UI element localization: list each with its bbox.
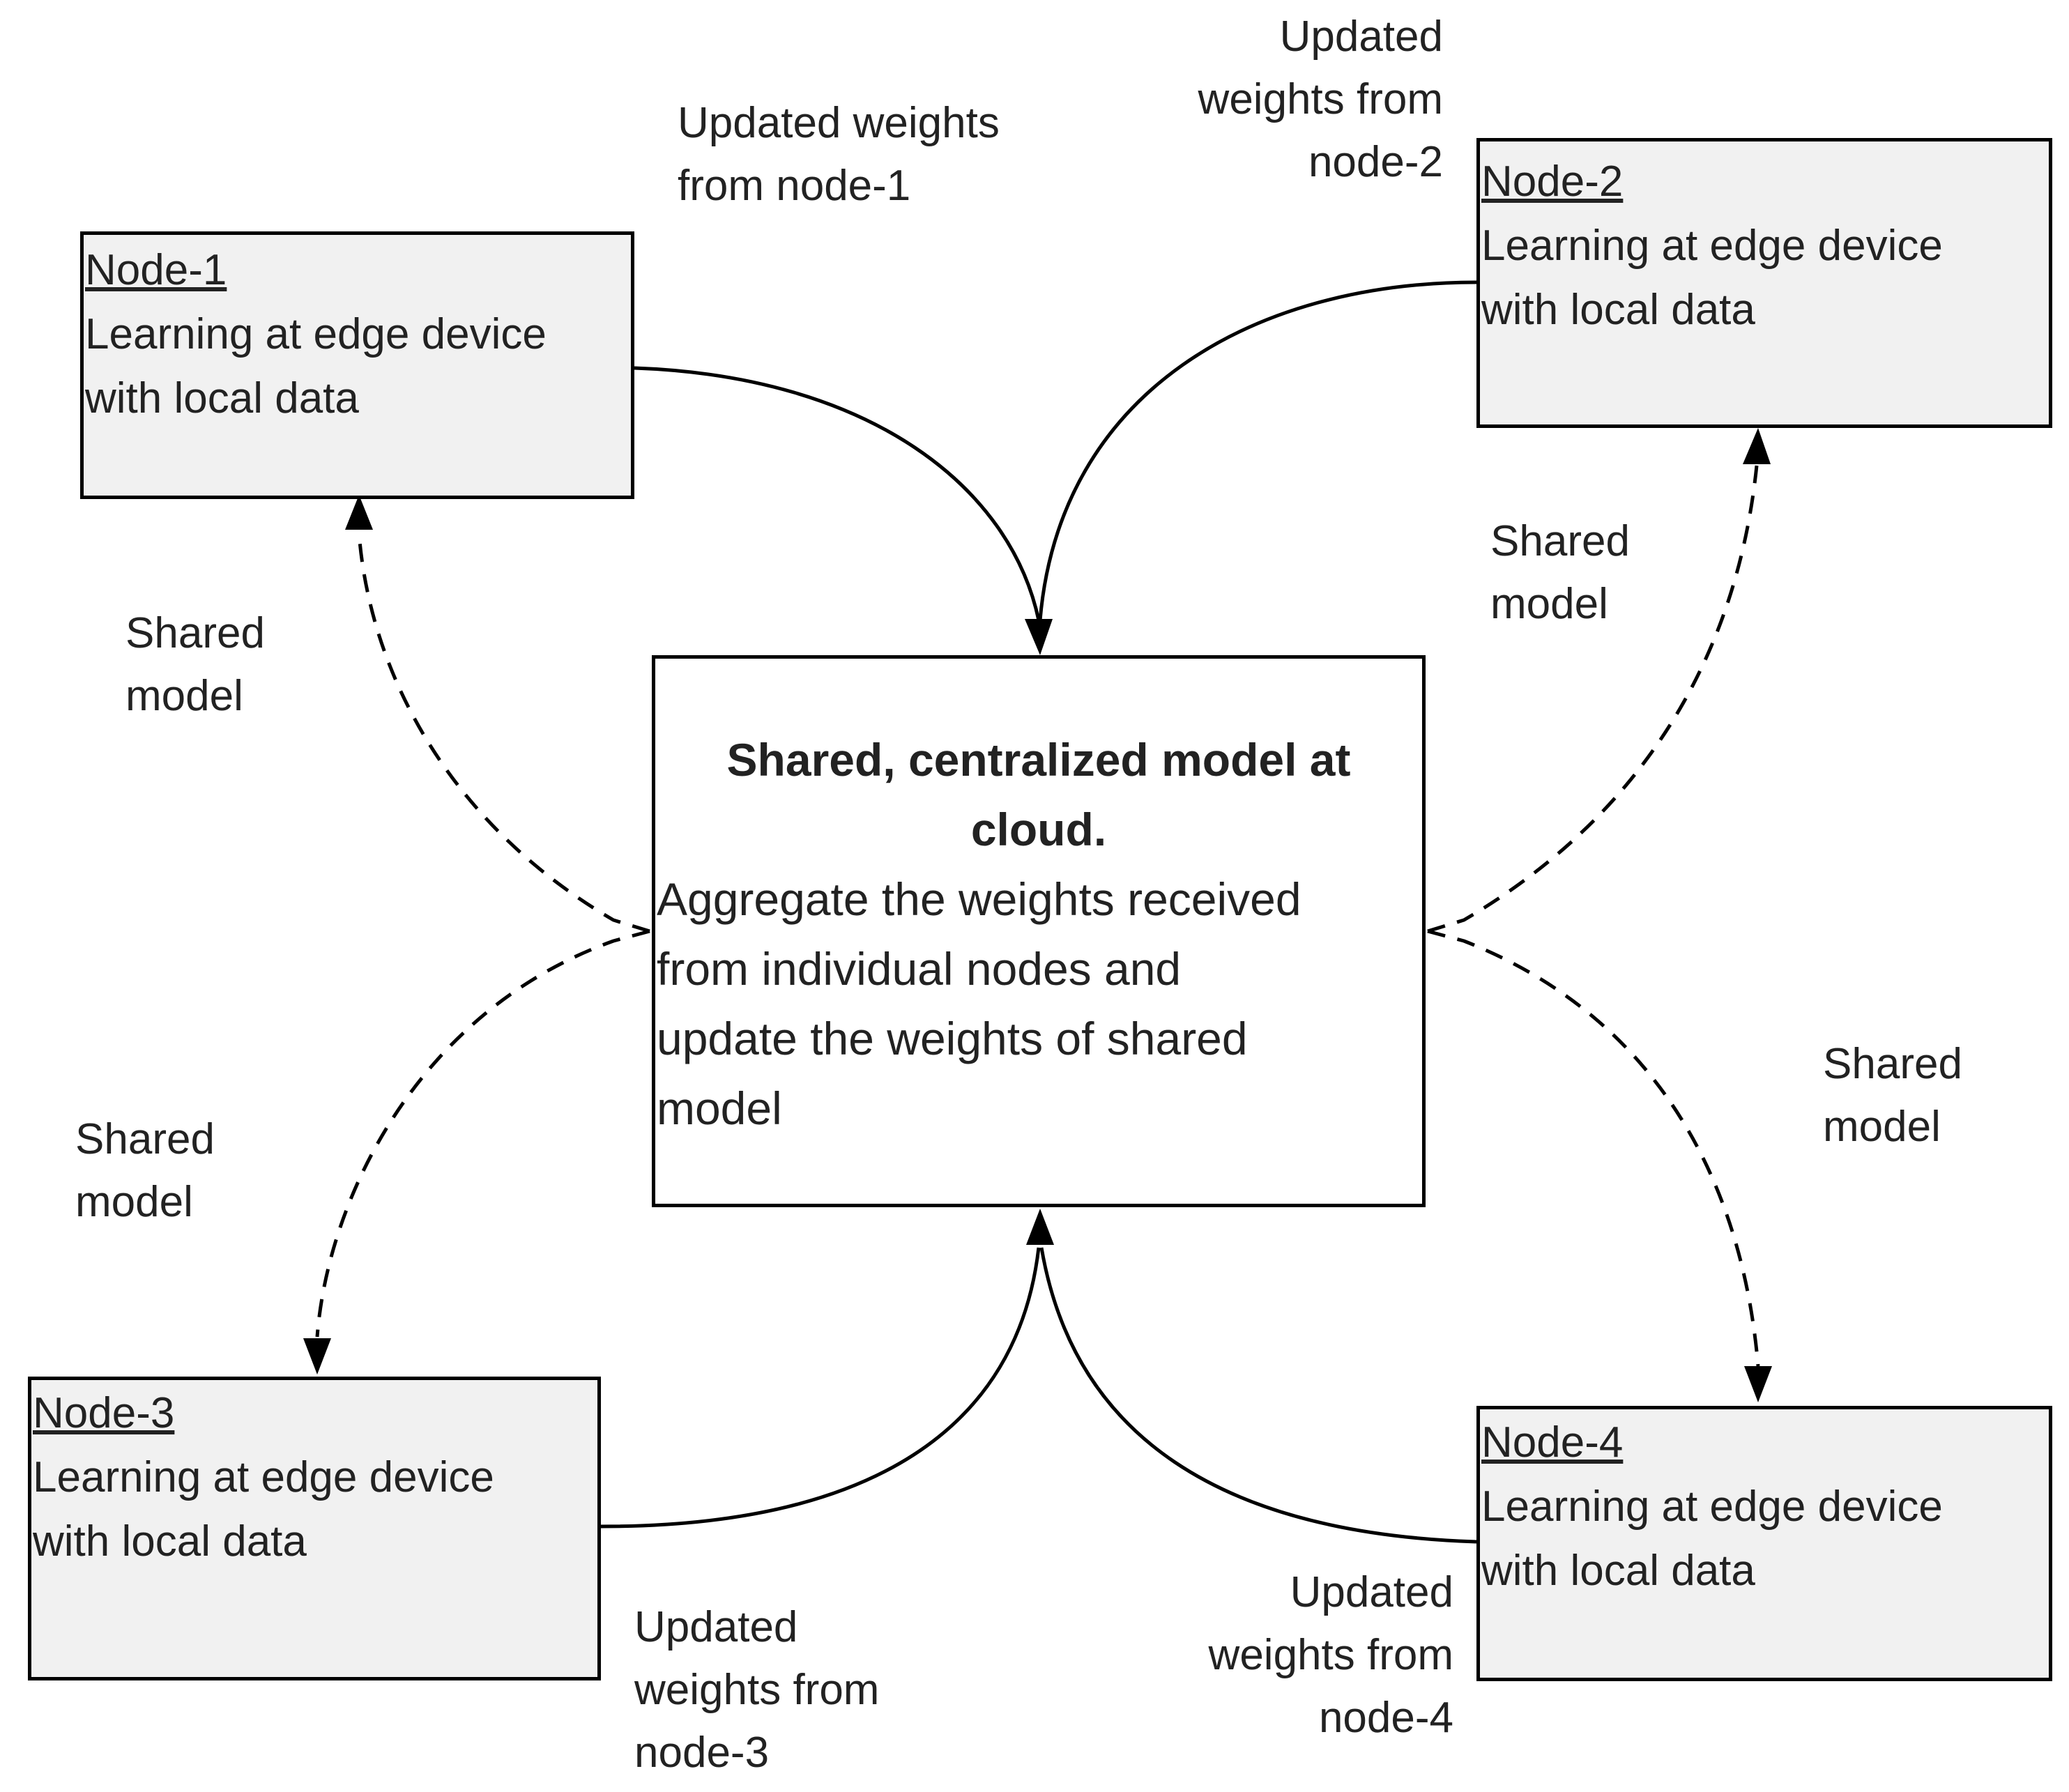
- center-body-line2: from individual nodes and: [657, 943, 1182, 995]
- node-4-line1: Learning at edge device: [1481, 1483, 1943, 1531]
- arrowhead-node3-4-to-center: [1026, 1209, 1054, 1245]
- arrow-node1-to-center: [634, 366, 1041, 621]
- center-body-line4: model: [657, 1082, 782, 1134]
- node-2-line1: Learning at edge device: [1481, 222, 1943, 270]
- arrow-node2-to-center: [1038, 280, 1477, 621]
- label-updated-weights-node-1: Updated weights from node-1: [678, 99, 1000, 210]
- label-updated-weights-node-3: Updated weights from node-3: [634, 1603, 880, 1777]
- node-1-title: Node-1: [85, 246, 227, 294]
- center-title-line1: Shared, centralized model at: [726, 734, 1351, 786]
- node-2-line2: with local data: [1481, 286, 1755, 334]
- label-shared-model-node-3: Shared model: [75, 1115, 215, 1226]
- dashed-arrowhead-node2: [1743, 428, 1771, 464]
- dashed-arrowhead-node1: [345, 495, 373, 530]
- node-1-line1: Learning at edge device: [85, 310, 547, 358]
- center-title-line2: cloud.: [970, 804, 1107, 855]
- dashed-center-to-node1: [357, 533, 650, 933]
- label-shared-model-node-1: Shared model: [125, 609, 265, 720]
- node-1-line2: with local data: [85, 374, 359, 422]
- arrow-node3-to-center: [600, 1247, 1041, 1529]
- node-4-box: Node-4 Learning at edge device with loca…: [1476, 1406, 2052, 1681]
- label-shared-model-node-4: Shared model: [1823, 1040, 1962, 1151]
- arrow-node4-to-center: [1039, 1247, 1477, 1544]
- node-3-line1: Learning at edge device: [33, 1453, 494, 1501]
- center-body-line3: update the weights of shared: [657, 1013, 1248, 1064]
- node-3-line2: with local data: [33, 1517, 307, 1565]
- node-4-title: Node-4: [1481, 1418, 1624, 1466]
- node-3-title: Node-3: [33, 1389, 175, 1437]
- label-shared-model-node-2: Shared model: [1490, 517, 1630, 628]
- central-cloud-model-box: Shared, centralized model at cloud. Aggr…: [652, 655, 1426, 1207]
- dashed-center-to-node2: [1427, 465, 1759, 933]
- node-1-box: Node-1 Learning at edge device with loca…: [80, 231, 634, 499]
- label-updated-weights-node-4: Updated weights from node-4: [1208, 1568, 1453, 1742]
- arrowhead-node1-to-center: [1025, 619, 1053, 655]
- node-4-line2: with local data: [1481, 1547, 1755, 1595]
- node-2-box: Node-2 Learning at edge device with loca…: [1476, 138, 2052, 428]
- center-body-line1: Aggregate the weights received: [657, 873, 1301, 925]
- dashed-center-to-node3: [315, 929, 650, 1338]
- dashed-arrowhead-node4: [1744, 1366, 1772, 1402]
- dashed-arrowhead-node3: [303, 1338, 331, 1374]
- node-2-title: Node-2: [1481, 158, 1624, 206]
- dashed-center-to-node4: [1427, 929, 1760, 1367]
- label-updated-weights-node-2: Updated weights from node-2: [1198, 13, 1443, 186]
- node-3-box: Node-3 Learning at edge device with loca…: [28, 1377, 601, 1680]
